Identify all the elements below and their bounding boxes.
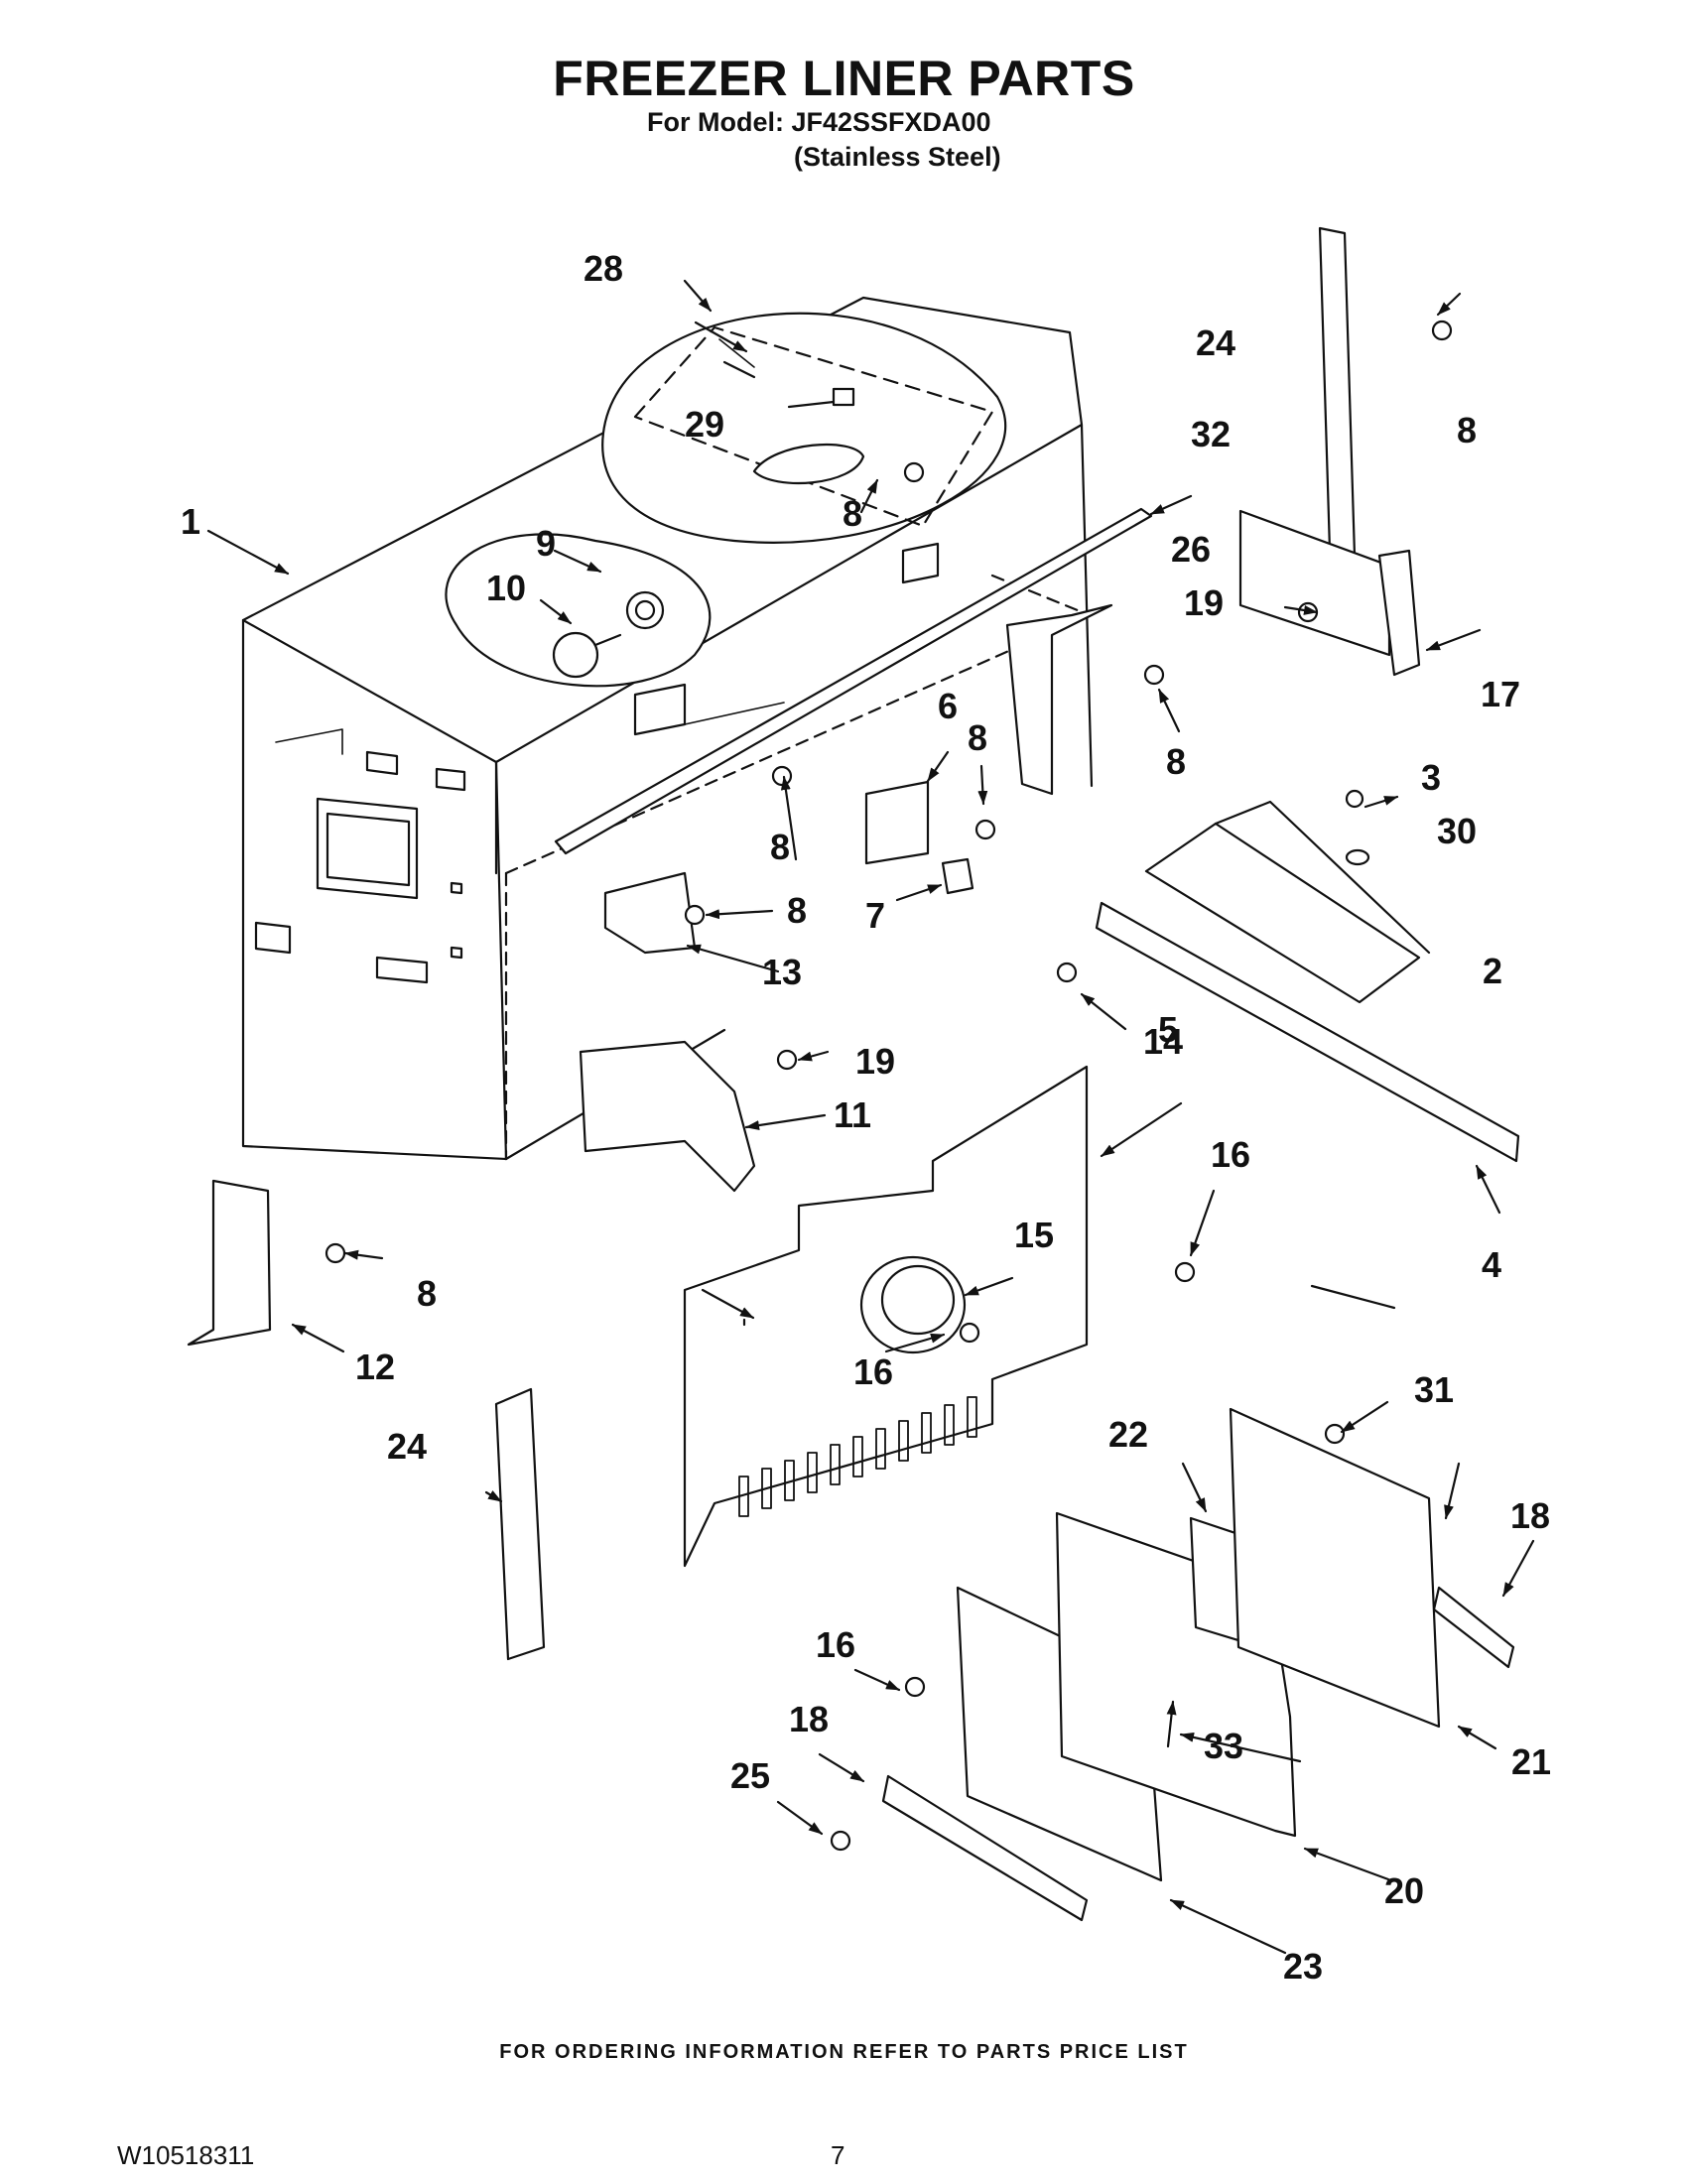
drawer-mount-end <box>1377 549 1421 677</box>
callout-16-right: 16 <box>1211 1134 1250 1175</box>
callout-33: 33 <box>1204 1726 1243 1766</box>
drawer-rail-right <box>1432 1586 1515 1669</box>
callout-13: 13 <box>762 952 802 992</box>
callout-9: 9 <box>536 523 556 564</box>
callout-7: 7 <box>865 895 885 936</box>
callout-16-center: 16 <box>853 1351 893 1392</box>
control-housing-cutaway <box>601 312 1006 544</box>
callout-17: 17 <box>1481 674 1520 714</box>
callout-2: 2 <box>1483 951 1502 991</box>
rear-panel <box>683 1065 1089 1568</box>
bracket <box>1005 603 1113 796</box>
callout-8-top-center: 8 <box>843 493 862 534</box>
drawer-mount <box>1238 509 1391 657</box>
callout-19-top: 19 <box>1184 582 1224 623</box>
callout-24-bottom: 24 <box>387 1426 427 1467</box>
callout-4: 4 <box>1482 1244 1501 1285</box>
model-number: For Model: JF42SSFXDA00 <box>647 107 991 137</box>
callout-8-shroud: 8 <box>787 890 807 931</box>
rail-bracket <box>1144 822 1421 1004</box>
screw-icons <box>325 320 1453 1852</box>
callout-20: 20 <box>1384 1870 1424 1911</box>
callout-29: 29 <box>685 404 724 445</box>
upright-top <box>1318 226 1357 558</box>
ordering-note: FOR ORDERING INFORMATION REFER TO PARTS … <box>499 2041 1189 2063</box>
rear-drawer-panel <box>1229 1407 1441 1729</box>
slide-rail <box>1095 901 1520 1163</box>
callout-labels: 1 2 3 4 5 6 7 8 9 10 11 12 13 14 15 16 1… <box>181 248 1551 1987</box>
document-number: W10518311 <box>117 2140 255 2170</box>
switch <box>941 857 974 895</box>
callout-19-hinge: 19 <box>855 1041 895 1082</box>
callout-16-lower: 16 <box>816 1624 855 1665</box>
callout-23: 23 <box>1283 1946 1323 1987</box>
callout-8-hinge-top: 8 <box>1457 410 1477 450</box>
callout-3: 3 <box>1421 757 1441 798</box>
callout-5: 5 <box>1158 1009 1178 1050</box>
callout-1: 1 <box>181 501 200 542</box>
callout-30: 30 <box>1437 811 1477 851</box>
hinge <box>579 1040 756 1193</box>
drawer-rail-left <box>881 1774 1089 1922</box>
upright-bottom <box>494 1387 546 1661</box>
lower-bracket <box>187 1179 272 1347</box>
callout-28: 28 <box>584 248 623 289</box>
shroud <box>603 871 697 955</box>
callout-10: 10 <box>486 568 526 608</box>
light-cutaway <box>445 533 712 688</box>
callout-32: 32 <box>1191 414 1231 454</box>
callout-8-bracket: 8 <box>1166 741 1186 782</box>
control-box <box>864 780 930 865</box>
rail-bracket-flange <box>1214 800 1431 955</box>
page-title: FREEZER LINER PARTS <box>553 51 1135 106</box>
callout-11: 11 <box>834 1094 871 1135</box>
callout-26: 26 <box>1171 529 1211 570</box>
callout-8-center: 8 <box>770 827 790 867</box>
callout-8-left: 8 <box>417 1273 437 1314</box>
callout-18-left: 18 <box>789 1699 829 1739</box>
callout-12: 12 <box>355 1347 395 1387</box>
callout-15: 15 <box>1014 1215 1054 1255</box>
callout-6: 6 <box>938 686 958 726</box>
page-number: 7 <box>831 2140 845 2170</box>
callout-31: 31 <box>1414 1369 1454 1410</box>
callout-22: 22 <box>1108 1414 1148 1455</box>
callout-21: 21 <box>1511 1741 1551 1782</box>
callout-14: 14 <box>1143 1021 1183 1062</box>
trim-strip <box>554 507 1153 855</box>
callout-18-right: 18 <box>1510 1495 1550 1536</box>
callout-24-top: 24 <box>1196 322 1235 363</box>
model-finish: (Stainless Steel) <box>794 142 1001 172</box>
callout-25: 25 <box>730 1755 770 1796</box>
callout-arrows <box>206 279 1535 1955</box>
callout-8-box: 8 <box>968 717 987 758</box>
